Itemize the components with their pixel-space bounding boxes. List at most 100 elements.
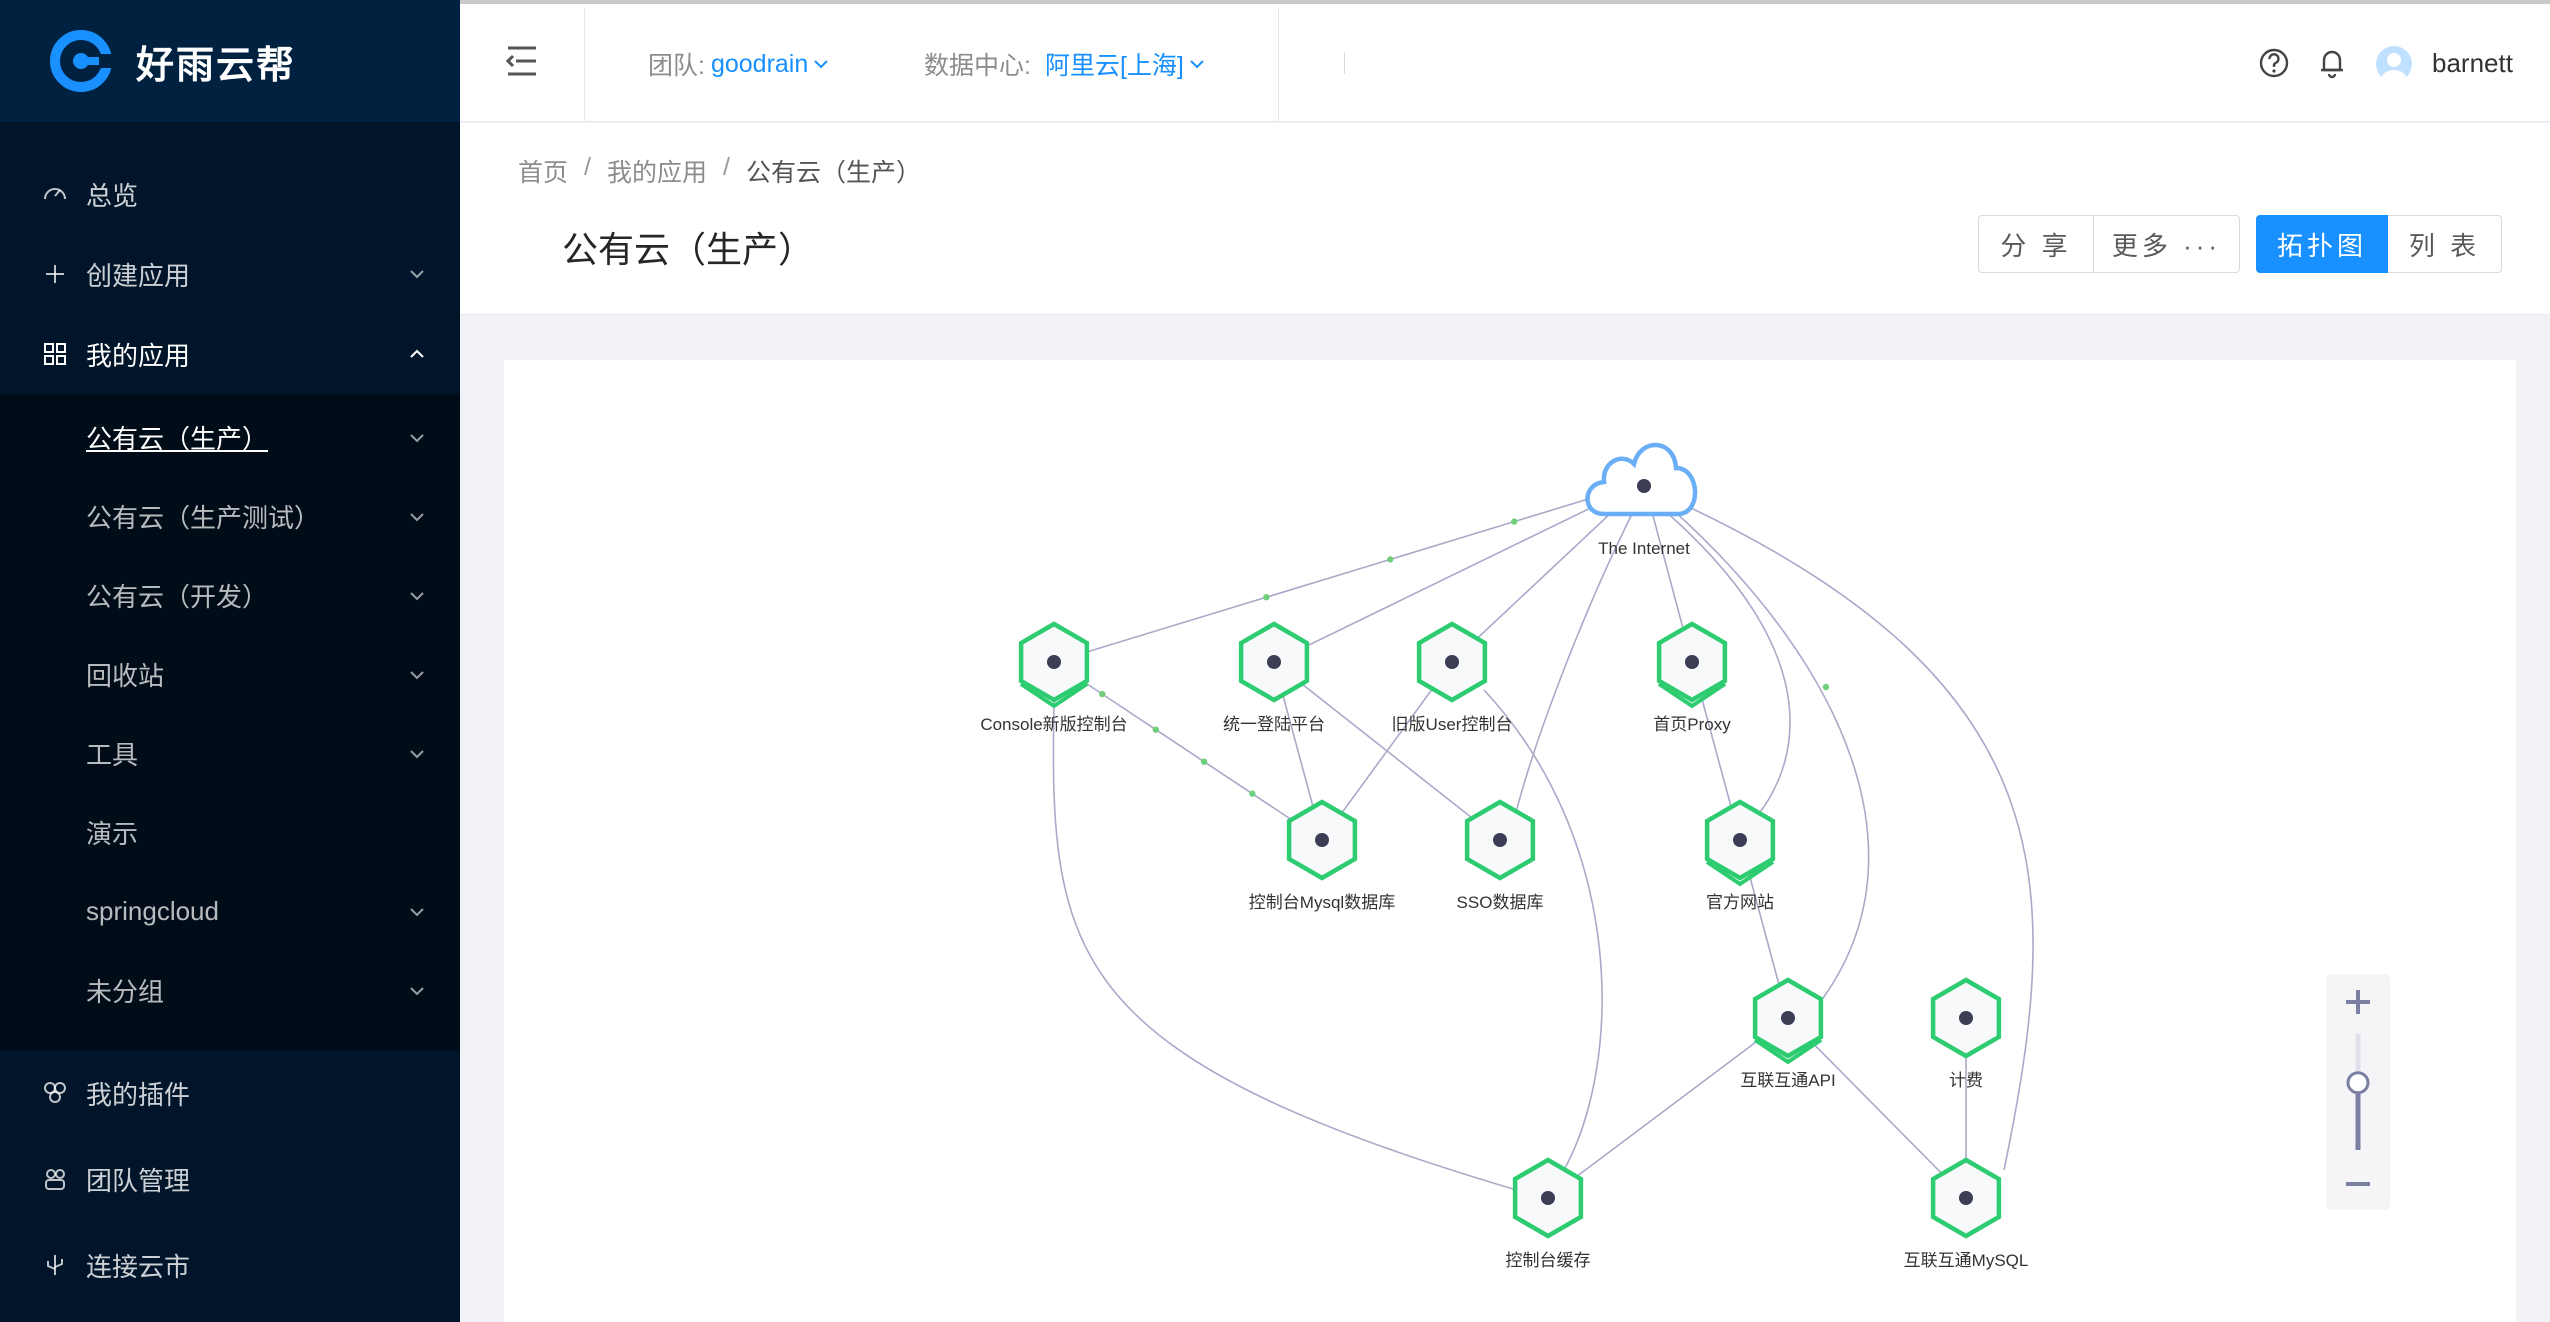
zoom-slider-handle[interactable] xyxy=(2346,1071,2370,1095)
breadcrumb-separator: / xyxy=(584,153,591,181)
chevron-down-icon xyxy=(814,60,828,69)
edge-old-user-to-console-cache xyxy=(1483,689,1603,1171)
chevron-down-icon xyxy=(410,270,424,279)
node-interconnect-api[interactable]: 互联互通API xyxy=(1740,977,1836,1090)
team-value[interactable]: goodrain xyxy=(710,49,809,78)
chevron-down-icon xyxy=(410,512,424,521)
user-icon xyxy=(2381,53,2407,82)
node-label: 旧版User控制台 xyxy=(1392,715,1513,734)
chevron-down-icon xyxy=(410,749,424,758)
node-label: 控制台Mysql数据库 xyxy=(1249,893,1395,912)
sidebar-subitem-ungrouped[interactable]: 未分组 xyxy=(0,951,460,1030)
edge-internet-to-interconnect-mysql xyxy=(1673,499,2034,1171)
dashboard-icon xyxy=(40,179,70,209)
traffic-dot xyxy=(1200,758,1208,765)
sidebar-subitem-label: 演示 xyxy=(86,819,139,849)
team-selector[interactable]: 团队: goodrain xyxy=(648,46,830,82)
node-stack-outline xyxy=(1657,682,1727,709)
sidebar-item-cloud-market[interactable]: 连接云市 xyxy=(0,1222,460,1308)
sidebar: 好雨云帮 总览 创建应用 我的应用 公有云（生产） xyxy=(0,0,460,1322)
my-apps-submenu: 公有云（生产） 公有云（生产测试） 公有云（开发） 回收站 工具 演示 xyxy=(0,394,460,1050)
zoom-out-button[interactable] xyxy=(2326,1160,2390,1210)
edge-internet-to-website xyxy=(1663,509,1791,821)
node-label: SSO数据库 xyxy=(1457,893,1544,912)
sidebar-subitem-recycle-bin[interactable]: 回收站 xyxy=(0,635,460,714)
node-center-dot xyxy=(1445,655,1459,669)
node-center-dot xyxy=(1493,833,1507,847)
sidebar-item-team[interactable]: 团队管理 xyxy=(0,1136,460,1222)
node-internet[interactable]: The Internet xyxy=(1585,442,1698,558)
more-button[interactable]: 更多 ··· xyxy=(2094,215,2240,273)
team-label: 团队: xyxy=(648,52,705,80)
traffic-dot xyxy=(1152,726,1160,733)
edge-internet-to-console xyxy=(1053,481,1645,663)
node-label: 统一登陆平台 xyxy=(1223,715,1325,734)
page-header: 首页 / 我的应用 / 公有云（生产） 公有云（生产） 分 享 更多 ··· 拓… xyxy=(460,123,2550,315)
sidebar-subitem-label: springcloud xyxy=(86,896,219,926)
node-console[interactable]: Console新版控制台 xyxy=(980,621,1128,734)
menu-fold-icon[interactable] xyxy=(504,44,540,78)
sidebar-item-my-apps[interactable]: 我的应用 xyxy=(0,314,460,394)
zoom-control xyxy=(2326,974,2390,1210)
node-console-cache[interactable]: 控制台缓存 xyxy=(1506,1157,1591,1270)
chevron-down-icon xyxy=(410,591,424,600)
username[interactable]: barnett xyxy=(2432,48,2513,78)
edge-console-to-console-cache xyxy=(1052,699,1545,1199)
topology-view-button[interactable]: 拓扑图 xyxy=(2256,215,2388,273)
chevron-down-icon xyxy=(410,670,424,679)
usb-icon xyxy=(40,1250,70,1280)
node-console-mysql[interactable]: 控制台Mysql数据库 xyxy=(1249,799,1395,912)
node-label: 官方网站 xyxy=(1706,893,1774,912)
edge-interconnect-api-to-interconnect-mysql xyxy=(1787,1017,1967,1199)
top-border xyxy=(460,0,2550,4)
plugin-icon xyxy=(40,1078,70,1108)
breadcrumb: 首页 / 我的应用 / 公有云（生产） xyxy=(518,153,921,189)
zoom-in-button[interactable] xyxy=(2326,974,2390,1024)
sidebar-subitem-springcloud[interactable]: springcloud xyxy=(0,872,460,951)
node-interconnect-mysql[interactable]: 互联互通MySQL xyxy=(1904,1157,2029,1270)
topology-graph[interactable]: The InternetConsole新版控制台统一登陆平台 旧版User控制台 首… xyxy=(504,360,2516,1322)
edge-internet-to-interconnect-api xyxy=(1663,501,1870,1011)
node-old-user[interactable]: 旧版User控制台 xyxy=(1392,621,1513,734)
list-view-button[interactable]: 列 表 xyxy=(2388,215,2502,273)
node-center-dot xyxy=(1637,479,1651,493)
sidebar-item-my-plugins[interactable]: 我的插件 xyxy=(0,1050,460,1136)
brand-logo xyxy=(50,30,112,92)
breadcrumb-home[interactable]: 首页 xyxy=(518,159,569,187)
node-center-dot xyxy=(1733,833,1747,847)
bell-icon[interactable] xyxy=(2316,46,2348,80)
sidebar-subitem-tools[interactable]: 工具 xyxy=(0,714,460,793)
sidebar-item-create-app[interactable]: 创建应用 xyxy=(0,234,460,314)
node-stack-outline xyxy=(1705,860,1775,887)
top-header: 团队: goodrain 数据中心: 阿里云[上海] barnett xyxy=(460,0,2550,122)
breadcrumb-my-apps[interactable]: 我的应用 xyxy=(606,159,707,187)
datacenter-selector[interactable]: 数据中心: 阿里云[上海] xyxy=(924,46,1206,82)
traffic-dot xyxy=(1099,690,1106,698)
traffic-dot xyxy=(1511,518,1518,525)
view-toggle-group: 拓扑图 列 表 xyxy=(2256,215,2502,273)
node-home-proxy[interactable]: 首页Proxy xyxy=(1653,621,1731,734)
datacenter-value[interactable]: 阿里云[上海] xyxy=(1044,52,1184,80)
header-separator xyxy=(1344,52,1345,74)
node-billing[interactable]: 计费 xyxy=(1930,977,2002,1090)
node-center-dot xyxy=(1267,655,1281,669)
sidebar-item-overview[interactable]: 总览 xyxy=(0,154,460,234)
help-icon[interactable] xyxy=(2258,46,2290,80)
breadcrumb-current: 公有云（生产） xyxy=(745,159,921,187)
node-sso-db[interactable]: SSO数据库 xyxy=(1457,799,1544,912)
node-website[interactable]: 官方网站 xyxy=(1704,799,1776,912)
logo-bar[interactable]: 好雨云帮 xyxy=(0,0,460,122)
sidebar-subitem-public-dev[interactable]: 公有云（开发） xyxy=(0,556,460,635)
node-sso-platform[interactable]: 统一登陆平台 xyxy=(1223,621,1325,734)
sidebar-subitem-label: 未分组 xyxy=(86,977,165,1007)
sidebar-subitem-demo[interactable]: 演示 xyxy=(0,793,460,872)
chevron-down-icon xyxy=(410,433,424,442)
sidebar-subitem-public-prod-test[interactable]: 公有云（生产测试） xyxy=(0,477,460,556)
node-label: 控制台缓存 xyxy=(1506,1251,1591,1270)
action-button-group: 分 享 更多 ··· xyxy=(1978,215,2240,273)
sidebar-subitem-public-prod[interactable]: 公有云（生产） xyxy=(0,398,460,477)
sidebar-item-label: 我的应用 xyxy=(86,340,191,371)
share-button[interactable]: 分 享 xyxy=(1978,215,2094,273)
avatar[interactable] xyxy=(2376,46,2412,82)
